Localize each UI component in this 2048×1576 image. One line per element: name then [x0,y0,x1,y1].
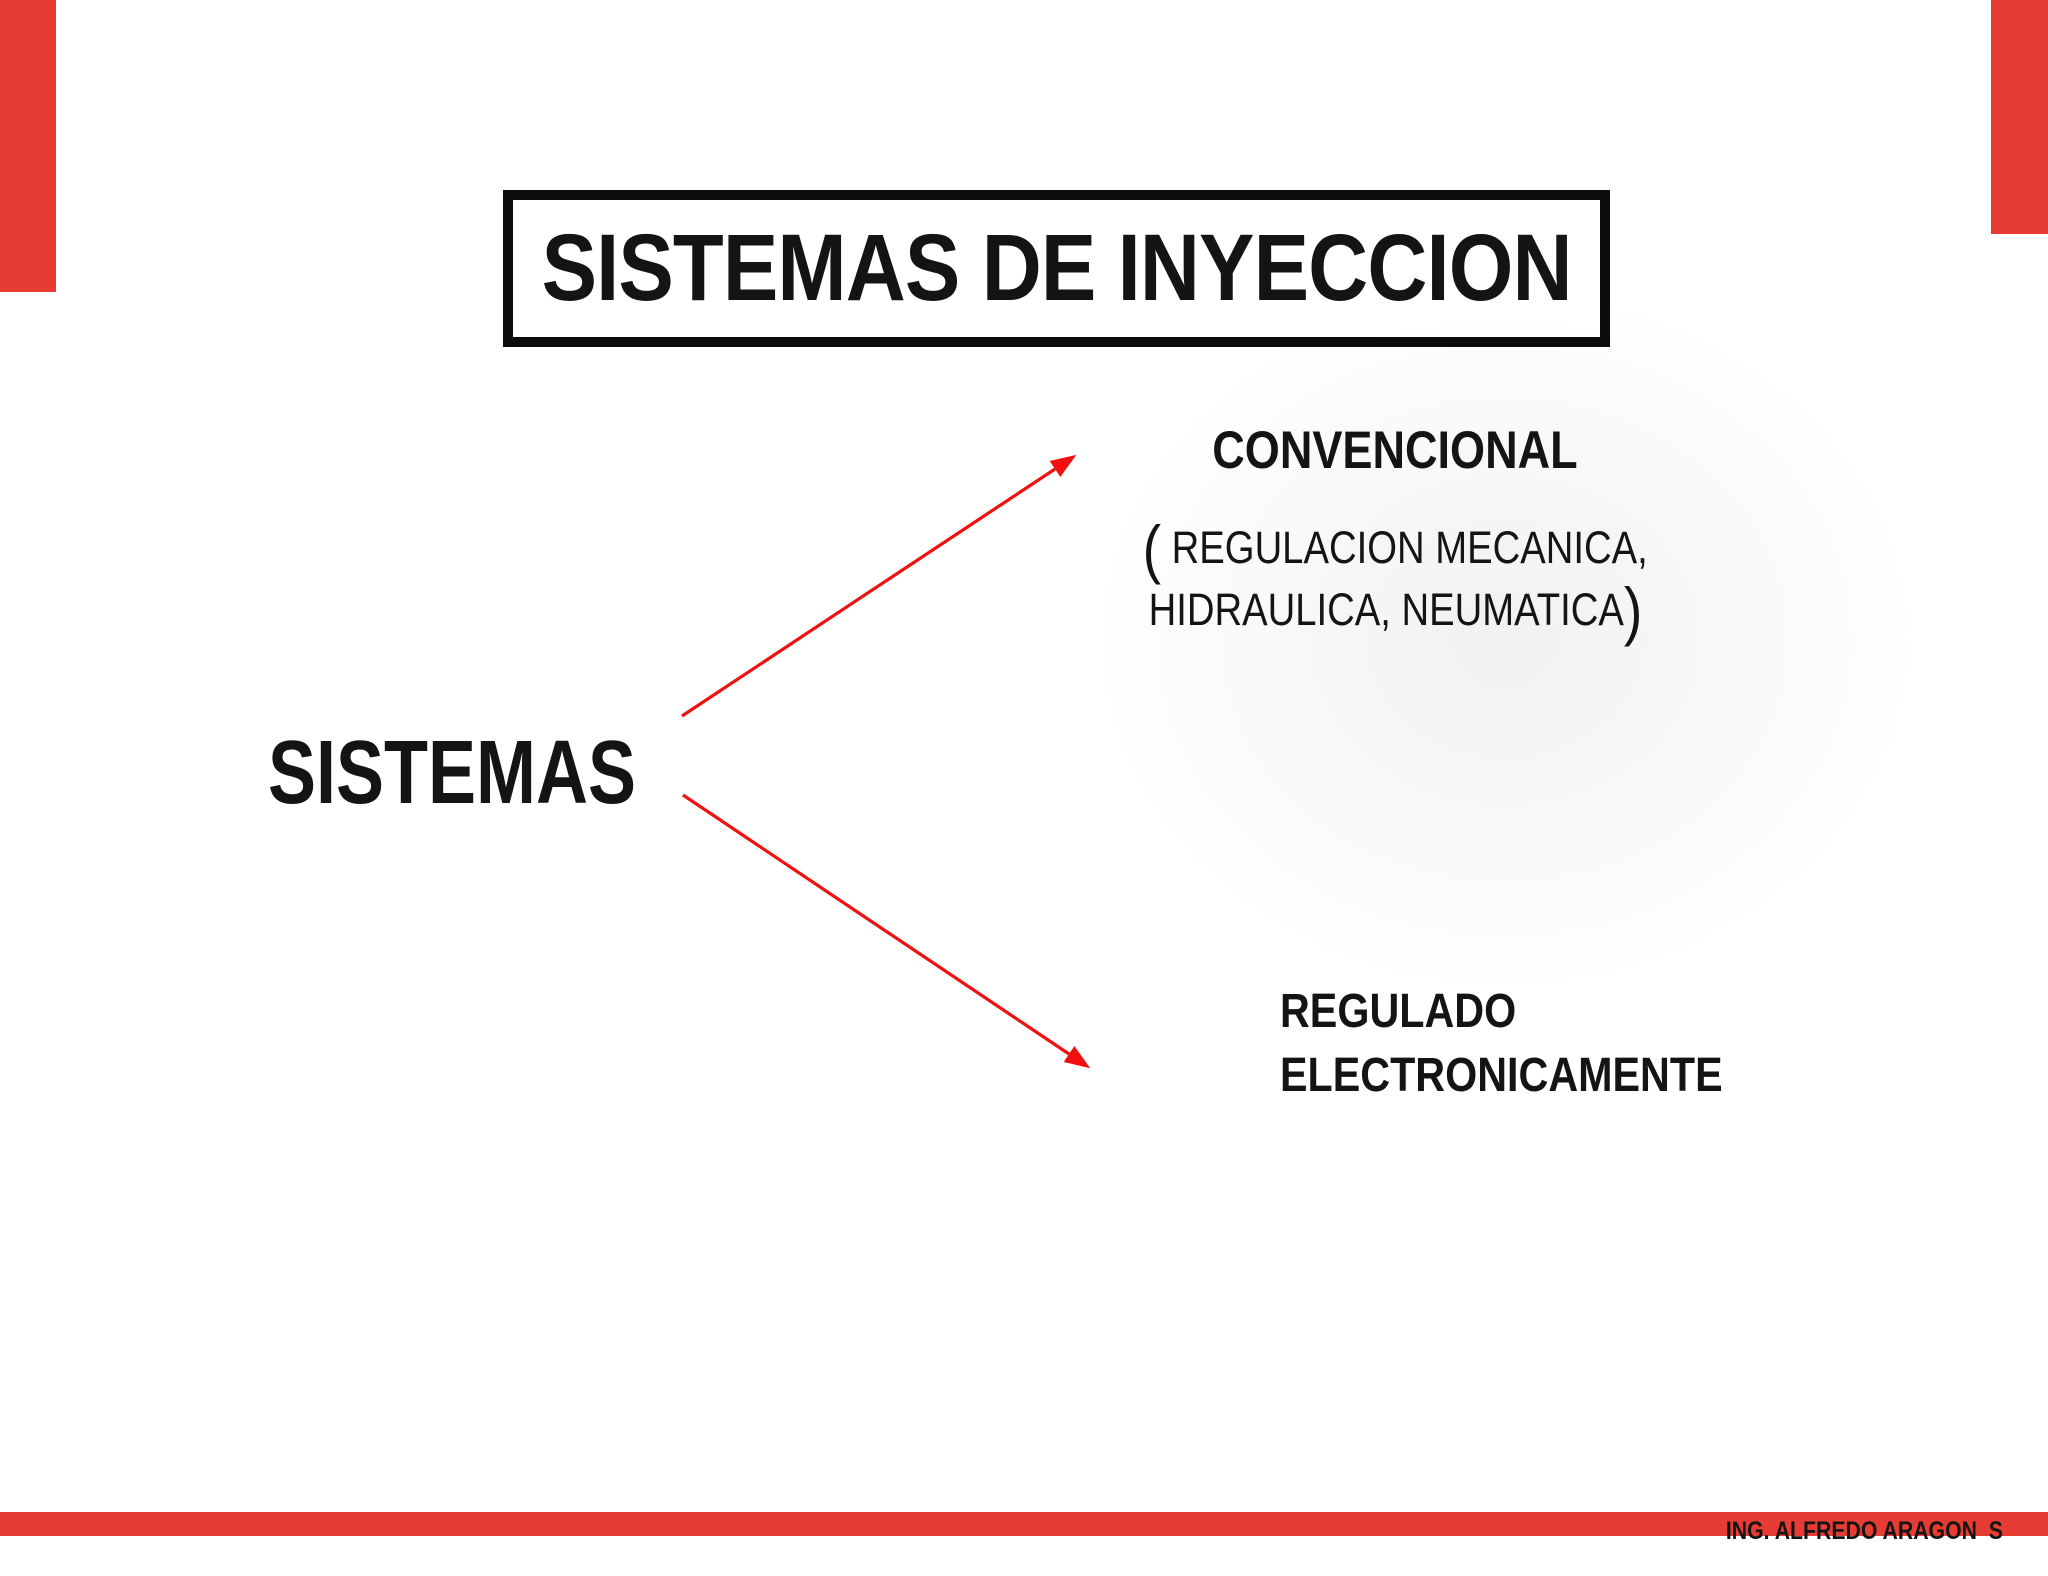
root-node-label: SISTEMAS [268,723,728,823]
author-credit: ING. ALFREDO ARAGON S [1649,1486,2003,1576]
electronic-line-1: REGULADO [1280,980,1795,1044]
arrow-to-electronic [682,793,1091,1069]
electronic-text-1: REGULADO [1280,985,1517,1038]
conventional-detail-text-1: REGULACION MECANICA, [1160,522,1648,573]
conventional-detail-line-1: ( REGULACION MECANICA, [1085,516,1705,581]
title-box: SISTEMAS DE INYECCION [503,190,1610,347]
page-title: SISTEMAS DE INYECCION [541,215,1572,321]
arrow-to-conventional [681,454,1077,718]
conventional-detail-line-2: HIDRAULICA, NEUMATICA) [1085,578,1705,643]
conventional-detail-text-2: HIDRAULICA, NEUMATICA [1148,584,1624,635]
conventional-heading-text: CONVENCIONAL [1212,421,1578,480]
electronic-text-2: ELECTRONICAMENTE [1280,1049,1723,1102]
red-strip-bottom [0,1512,2048,1536]
open-paren: ( [1142,511,1161,585]
author-credit-text: ING. ALFREDO ARAGON S [1725,1517,2003,1545]
red-strip-left [0,0,56,292]
conventional-heading: CONVENCIONAL [1085,421,1705,481]
root-node-text: SISTEMAS [268,723,637,823]
close-paren: ) [1623,573,1642,647]
red-strip-right [1991,0,2048,234]
conventional-branch: CONVENCIONAL ( REGULACION MECANICA, HIDR… [1085,421,1705,643]
electronic-branch: REGULADO ELECTRONICAMENTE [1280,980,1795,1108]
electronic-line-2: ELECTRONICAMENTE [1280,1044,1795,1108]
